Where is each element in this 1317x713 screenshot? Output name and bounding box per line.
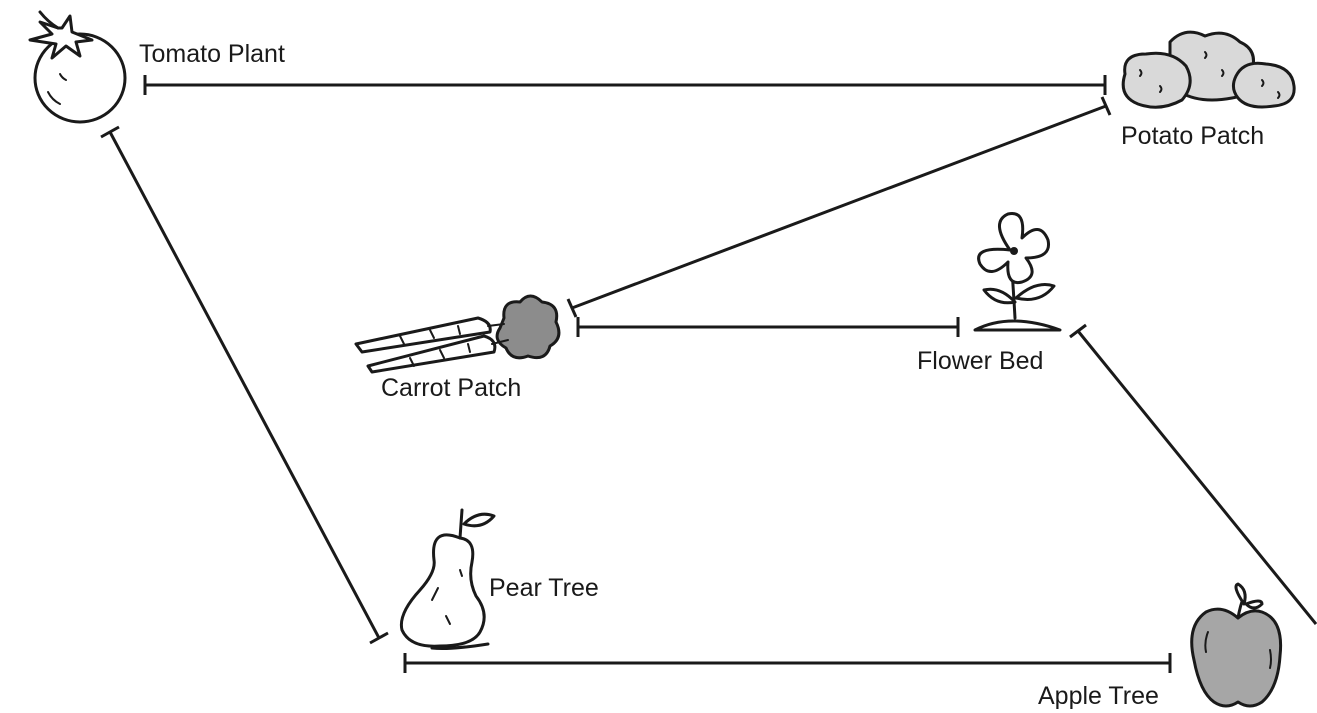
- flower-label: Flower Bed: [917, 347, 1044, 375]
- carrot-icon: [354, 294, 561, 374]
- edge-pear-apple: [403, 653, 1172, 673]
- potato-icon: [1121, 30, 1296, 109]
- apple-icon: [1190, 582, 1283, 708]
- pear-label: Pear Tree: [489, 574, 599, 602]
- flower-icon: [973, 212, 1062, 332]
- apple-label: Apple Tree: [1038, 682, 1159, 710]
- edge-flower-apple: [1069, 323, 1317, 625]
- pear-icon: [399, 508, 496, 650]
- edge-tomato-potato: [143, 75, 1107, 95]
- edge-tomato-pear: [100, 125, 389, 645]
- edge-carrot-flower: [576, 317, 960, 337]
- carrot-label: Carrot Patch: [381, 374, 522, 402]
- tomato-icon: [28, 10, 127, 124]
- potato-label: Potato Patch: [1121, 122, 1265, 150]
- tomato-label: Tomato Plant: [139, 40, 285, 68]
- edge-carrot-potato: [566, 96, 1112, 318]
